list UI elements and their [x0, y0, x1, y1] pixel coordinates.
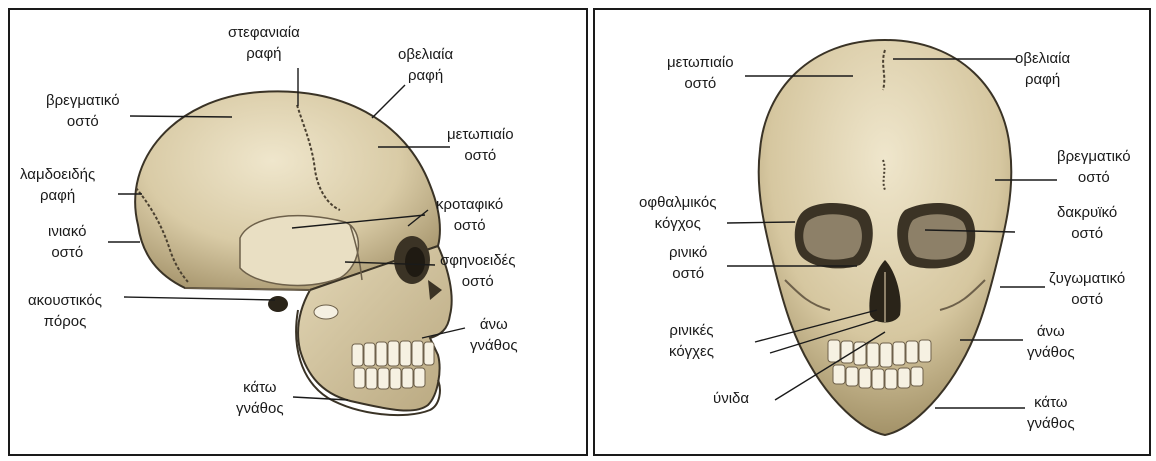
temporal-shape [240, 216, 358, 286]
label-vomer: ύνιδα [713, 388, 749, 409]
lower-teeth [354, 368, 425, 389]
frontal-lower-teeth [833, 365, 923, 389]
upper-teeth [352, 341, 434, 366]
ear-canal-shape [268, 296, 288, 312]
